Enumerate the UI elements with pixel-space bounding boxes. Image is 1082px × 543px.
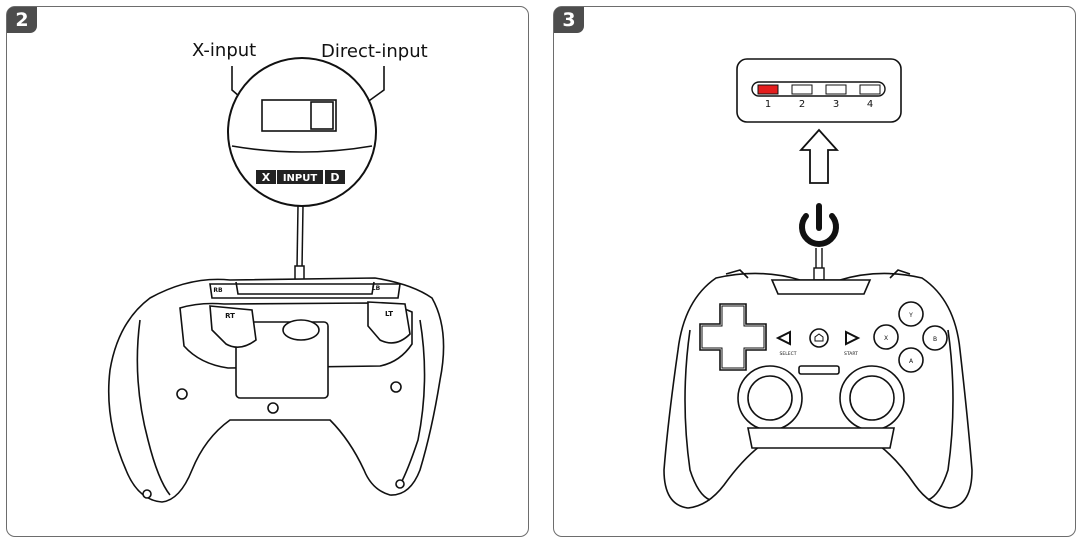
- rb-label: RB: [213, 287, 223, 294]
- button-x: X: [884, 335, 888, 342]
- led-4: [859, 84, 881, 95]
- select-label: SELECT: [780, 351, 797, 357]
- dpad-icon: [699, 303, 767, 371]
- controller-front-view: [663, 269, 973, 509]
- rt-label: RT: [225, 312, 235, 320]
- home-icon: [814, 333, 824, 342]
- x-input-label: X-input: [192, 40, 257, 61]
- button-b: B: [933, 336, 937, 343]
- badge-x: X: [262, 171, 271, 184]
- start-label: START: [844, 351, 858, 357]
- badge-d: D: [330, 171, 339, 184]
- input-mode-badge: X INPUT D: [256, 170, 345, 184]
- button-a: A: [909, 358, 914, 365]
- badge-input: INPUT: [283, 173, 318, 184]
- player-led-display: 1 2 3 4: [736, 58, 902, 123]
- led-label-4: 4: [867, 99, 873, 110]
- direct-input-label: Direct-input: [321, 41, 428, 62]
- lt-label: LT: [385, 310, 393, 318]
- controller-rear-view: [107, 277, 445, 503]
- input-mode-switch: [231, 99, 373, 153]
- button-y: Y: [908, 312, 913, 319]
- led-label-2: 2: [799, 99, 805, 110]
- switch-magnifier: [227, 57, 385, 207]
- lb-label: LB: [372, 285, 381, 292]
- led-1: [757, 84, 779, 95]
- arrow-up-icon: [798, 128, 840, 184]
- led-label-3: 3: [833, 99, 839, 110]
- led-label-1: 1: [765, 99, 771, 110]
- step-number-badge: 3: [554, 7, 584, 33]
- led-2: [791, 84, 813, 95]
- power-icon: [799, 203, 839, 247]
- led-3: [825, 84, 847, 95]
- step-number-badge: 2: [7, 7, 37, 33]
